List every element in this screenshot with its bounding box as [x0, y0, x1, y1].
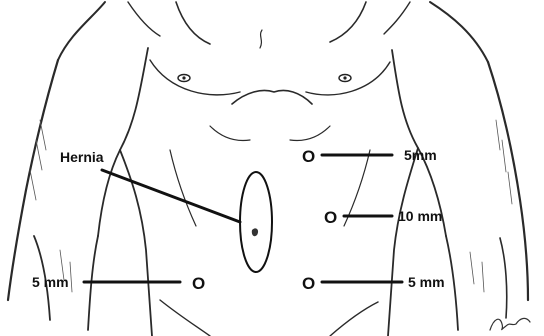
right-arm-shading [496, 120, 512, 204]
upper-port-size-label: 5mm [404, 147, 437, 163]
rib-cage-line [232, 91, 312, 105]
lower-right-port-size-label: 5 mm [408, 274, 445, 290]
left-arm-outer [8, 60, 58, 300]
hernia-pointer-line [102, 170, 240, 222]
right-forearm-inner [446, 236, 458, 330]
left-arm-inner [98, 48, 148, 236]
left-trapezius-line [128, 2, 160, 36]
umbilicus-mark [252, 228, 258, 236]
right-shoulder-line [430, 2, 488, 62]
lower-left-port-size-label: 5 mm [32, 274, 69, 290]
right-arm-outer [488, 62, 528, 300]
nipple-right [339, 75, 351, 82]
torso-outline [8, 2, 528, 336]
artist-signature [490, 318, 530, 330]
oblique-line-left [170, 150, 196, 226]
right-pectoral-line [306, 62, 390, 95]
left-pectoral-line [150, 60, 240, 95]
right-trapezius-line [384, 2, 410, 34]
abdominal-line-left [210, 126, 250, 140]
right-forearm-line [500, 238, 507, 318]
sternum-mark [260, 30, 262, 48]
right-forearm-shading [470, 252, 484, 292]
nipple-left [178, 75, 190, 82]
upper-port-marker: O [302, 147, 315, 166]
lower-left-port-marker: O [192, 274, 205, 293]
groin-line-right [330, 302, 378, 336]
middle-port-marker: O [324, 208, 337, 227]
neck-right-line [330, 2, 366, 42]
hernia-ellipse [240, 172, 272, 272]
middle-port-size-label: 10 mm [398, 208, 442, 224]
right-flank [388, 148, 418, 336]
groin-line-left [160, 300, 210, 336]
neck-left-line [176, 2, 210, 44]
left-shoulder-line [58, 2, 105, 60]
abdominal-line-right [290, 126, 330, 140]
hernia-label: Hernia [60, 149, 104, 165]
lower-right-port-marker: O [302, 274, 315, 293]
